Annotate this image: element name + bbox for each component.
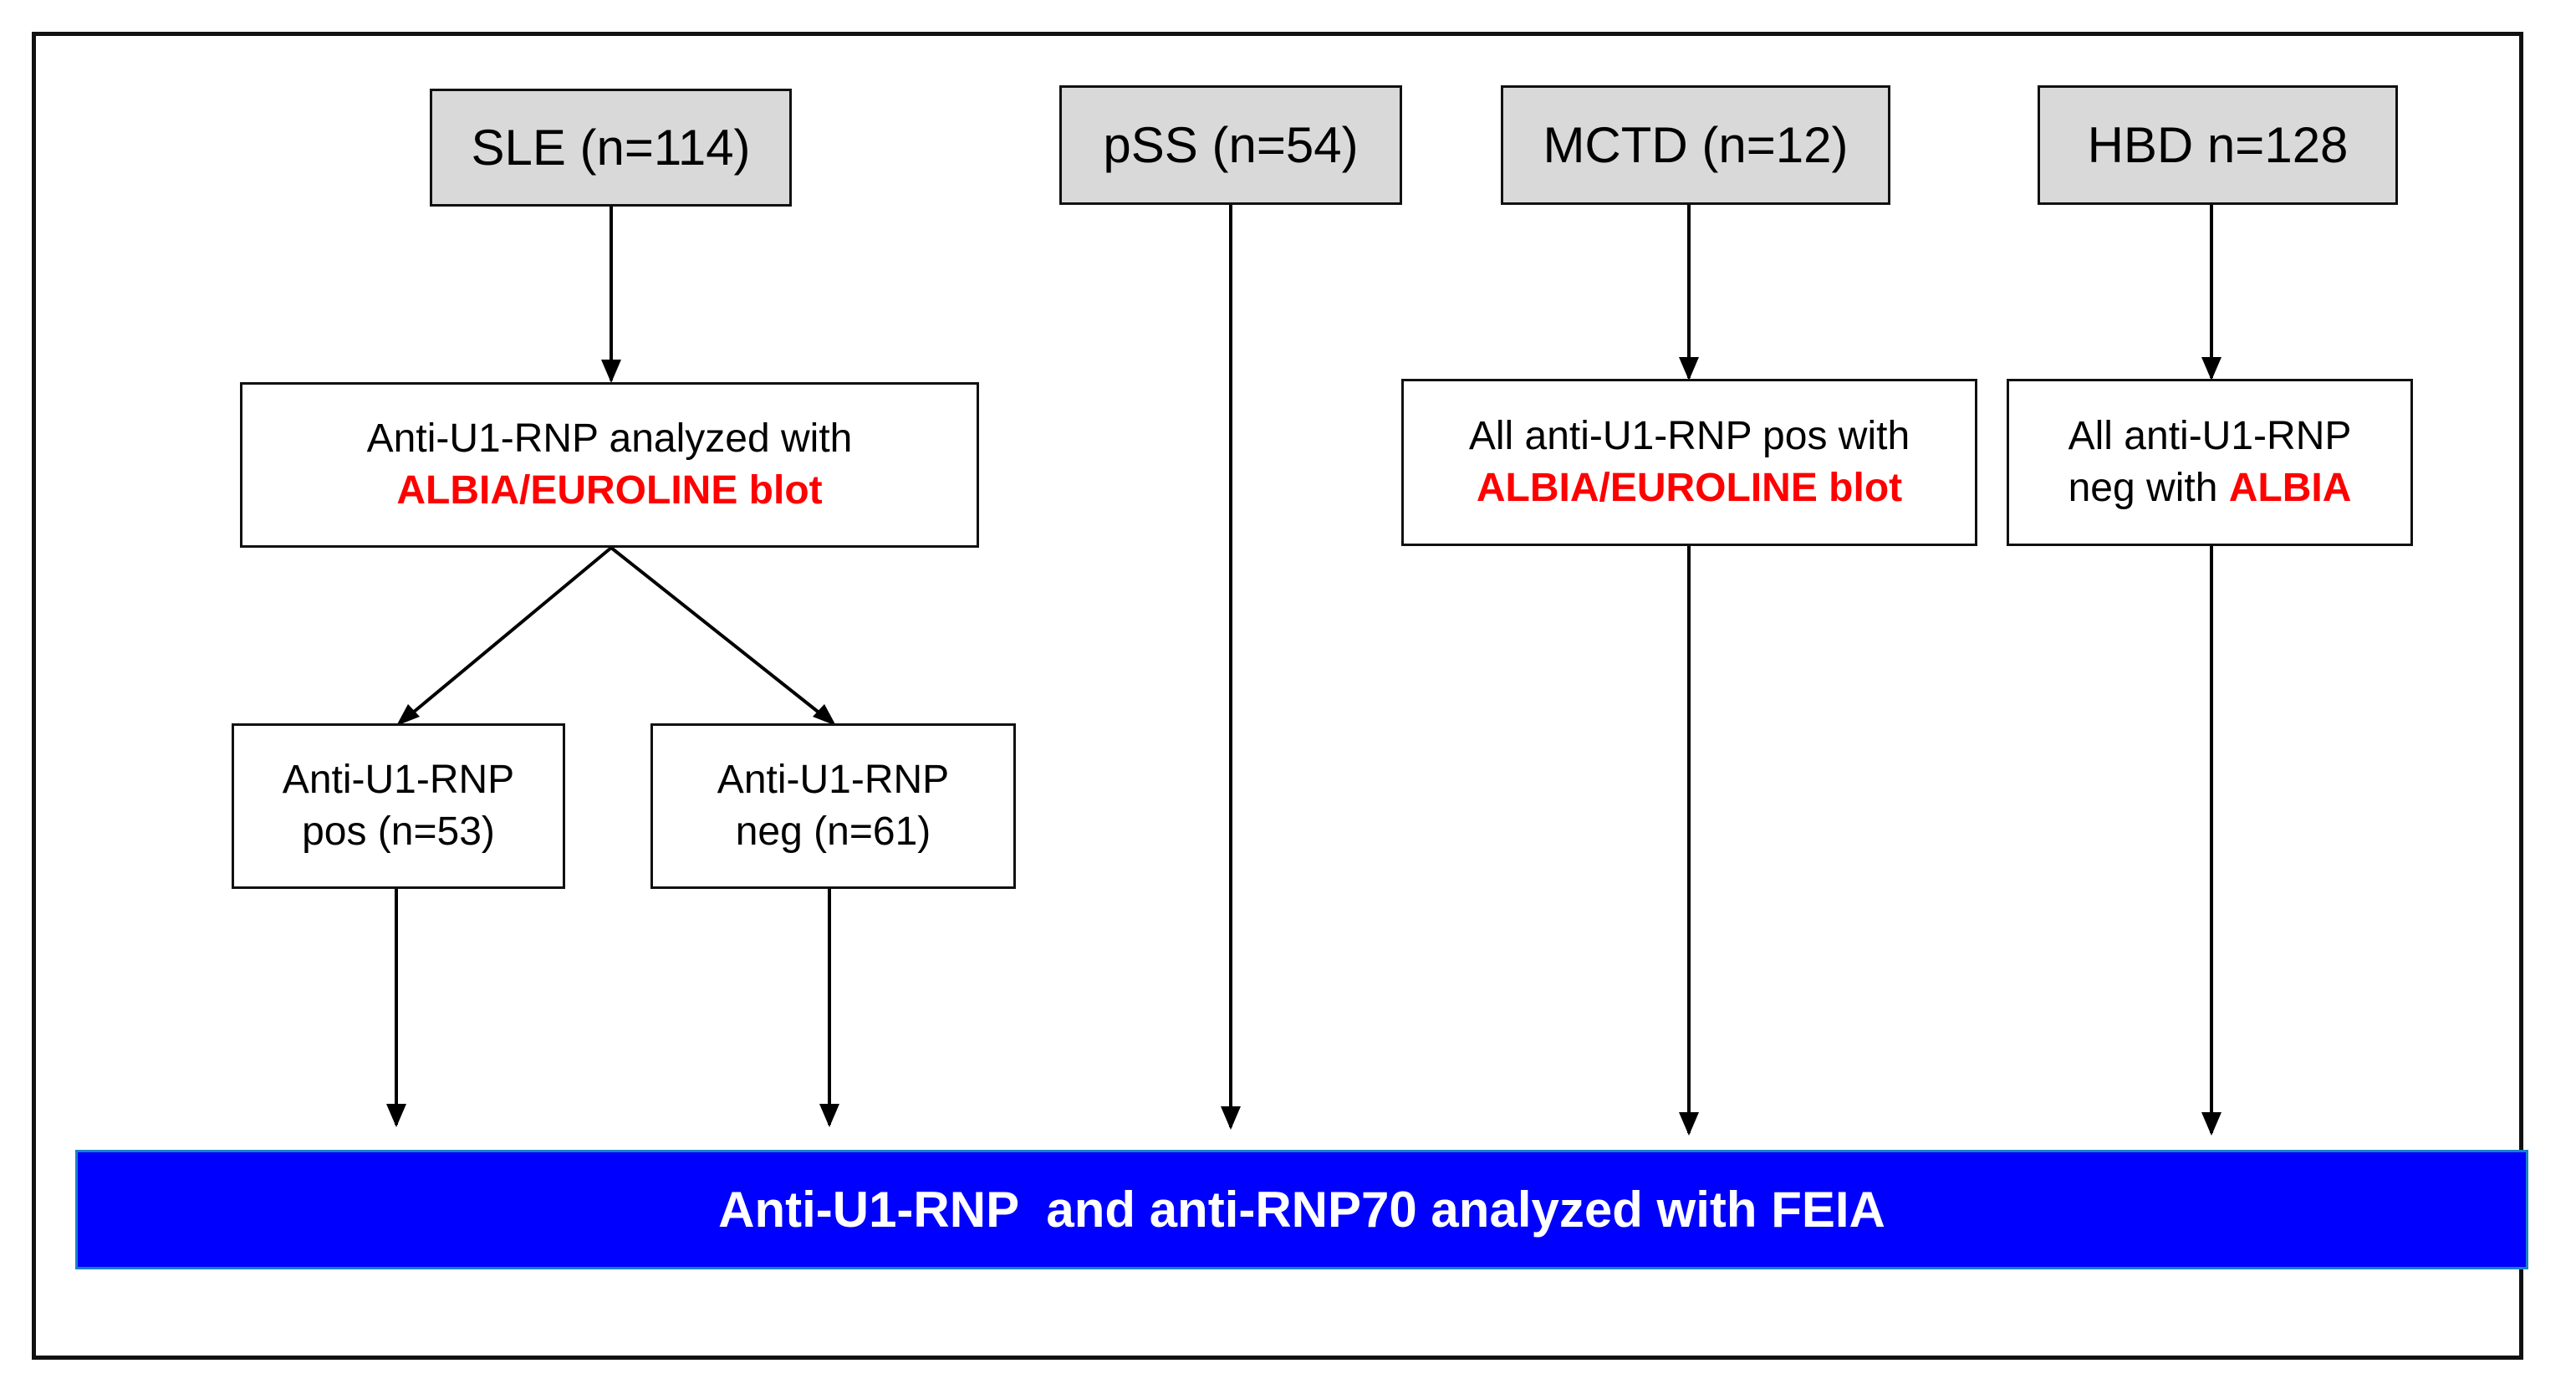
arrowhead-hbd-note bbox=[2201, 357, 2221, 380]
group-box-hbd: HBD n=128 bbox=[2038, 85, 2398, 205]
arrowhead-hbd-feia bbox=[2201, 1112, 2221, 1136]
arrowhead-mctd-note bbox=[1679, 357, 1699, 380]
arrow-analysis-to-pos bbox=[401, 546, 613, 723]
hbd-note-text: All anti-U1-RNP bbox=[2068, 414, 2352, 458]
sle-analysis-method: ALBIA/EUROLINE blot bbox=[396, 468, 823, 513]
hbd-note-box: All anti-U1-RNP neg with ALBIA bbox=[2007, 379, 2413, 546]
arrowhead-sle-analysis bbox=[601, 360, 621, 383]
group-label-pss: pSS (n=54) bbox=[1103, 116, 1359, 173]
feia-analysis-label: Anti-U1-RNP and anti-RNP70 analyzed with… bbox=[718, 1182, 1885, 1238]
arrowhead-pss-feia bbox=[1221, 1106, 1241, 1130]
sle-pos-box: Anti-U1-RNP pos (n=53) bbox=[232, 723, 565, 889]
sle-neg-count: neg (n=61) bbox=[735, 809, 931, 854]
arrowhead-neg bbox=[813, 704, 836, 726]
arrowhead-neg-feia bbox=[819, 1104, 839, 1127]
sle-pos-label: Anti-U1-RNP bbox=[282, 758, 515, 802]
arrow-analysis-to-neg bbox=[610, 546, 831, 723]
mctd-note-box: All anti-U1-RNP pos with ALBIA/EUROLINE … bbox=[1401, 379, 1977, 546]
diagram-frame bbox=[32, 32, 2523, 1360]
feia-analysis-bar: Anti-U1-RNP and anti-RNP70 analyzed with… bbox=[75, 1150, 2528, 1269]
hbd-note-method: ALBIA bbox=[2228, 466, 2352, 510]
mctd-note-text: All anti-U1-RNP pos with bbox=[1468, 414, 1910, 458]
arrowhead-pos bbox=[396, 704, 420, 726]
sle-analysis-box: Anti-U1-RNP analyzed with ALBIA/EUROLINE… bbox=[240, 382, 979, 548]
group-box-pss: pSS (n=54) bbox=[1059, 85, 1402, 205]
arrowhead-mctd-feia bbox=[1679, 1112, 1699, 1136]
sle-neg-label: Anti-U1-RNP bbox=[717, 758, 950, 802]
group-label-mctd: MCTD (n=12) bbox=[1543, 116, 1849, 173]
group-label-sle: SLE (n=114) bbox=[471, 119, 751, 176]
sle-neg-box: Anti-U1-RNP neg (n=61) bbox=[650, 723, 1016, 889]
sle-pos-count: pos (n=53) bbox=[302, 809, 495, 854]
arrowhead-pos-feia bbox=[386, 1104, 406, 1127]
group-label-hbd: HBD n=128 bbox=[2087, 116, 2349, 173]
group-box-sle: SLE (n=114) bbox=[430, 89, 792, 207]
group-box-mctd: MCTD (n=12) bbox=[1501, 85, 1890, 205]
hbd-note-prefix: neg with bbox=[2068, 466, 2229, 510]
mctd-note-method: ALBIA/EUROLINE blot bbox=[1476, 466, 1903, 510]
sle-analysis-text: Anti-U1-RNP analyzed with bbox=[366, 416, 853, 461]
